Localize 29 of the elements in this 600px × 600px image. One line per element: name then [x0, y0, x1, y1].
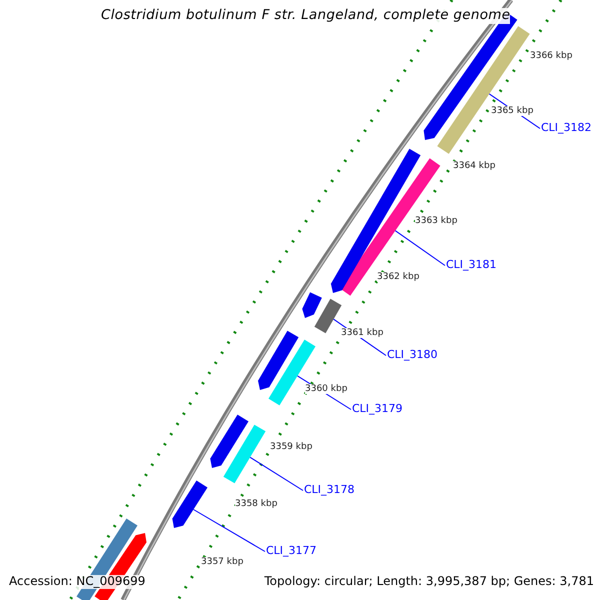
gene-label: CLI_3177 — [266, 545, 317, 558]
info-text: Accession: NC_009699 — [9, 575, 146, 589]
gene-bar — [258, 330, 299, 390]
gene-bar — [314, 298, 342, 334]
gene-label: CLI_3178 — [304, 484, 355, 497]
gene-label: CLI_3180 — [387, 349, 438, 362]
scale-label: 3359 kbp — [270, 442, 312, 452]
leader-line — [193, 509, 266, 552]
scale-label: 3363 kbp — [415, 216, 458, 226]
title: Clostridium botulinum F str. Langeland, complete genome — [101, 8, 510, 24]
scale-label: 3364 kbp — [453, 161, 496, 172]
scale-label: 3361 kbp — [341, 328, 384, 338]
gene-bar — [210, 414, 248, 468]
scale-label: 3360 kbp — [305, 384, 348, 394]
scale-label: 3362 kbp — [377, 272, 420, 282]
gene-bar — [172, 480, 208, 528]
gene-bar — [223, 424, 266, 484]
gene-label: CLI_3179 — [352, 403, 403, 416]
gene-bar — [302, 292, 322, 318]
gene-label: CLI_3182 — [541, 122, 592, 135]
leader-line — [394, 230, 446, 266]
info-text: Topology: circular; Length: 3,995,387 bp; Genes: 3,781 — [264, 575, 594, 589]
scale-label: 3366 kbp — [530, 51, 572, 62]
gene-label: CLI_3181 — [446, 259, 497, 272]
leader-line — [250, 456, 304, 491]
scale-label: 3357 kbp — [201, 557, 244, 568]
gene-bar — [340, 158, 440, 296]
scale-label: 3365 kbp — [491, 106, 534, 116]
scale-label: 3358 kbp — [235, 499, 278, 510]
